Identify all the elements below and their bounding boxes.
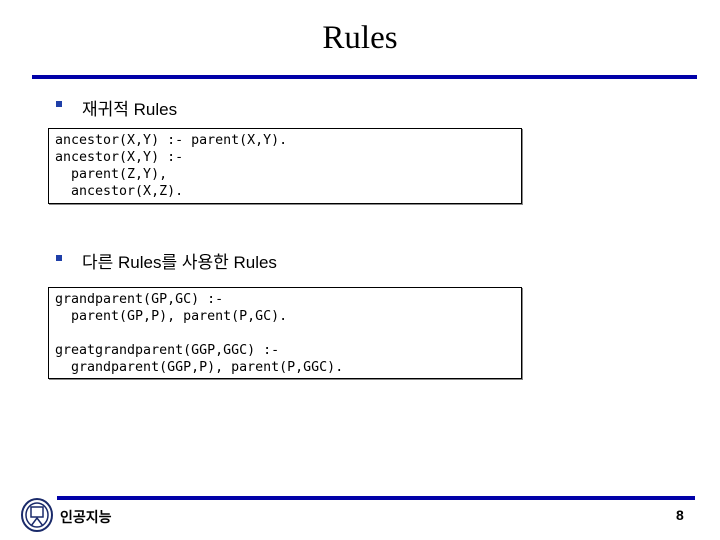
course-name: 인공지능 [60, 509, 112, 525]
footer-divider [57, 496, 695, 500]
slide-title: Rules [322, 20, 398, 56]
bullet-icon [56, 101, 62, 107]
code-box: ancestor(X,Y) :- parent(X,Y). ancestor(X… [48, 128, 522, 204]
title-divider [32, 75, 697, 79]
page-number: 8 [676, 507, 684, 523]
code-box: grandparent(GP,GC) :- parent(GP,P), pare… [48, 287, 522, 379]
university-seal-icon [21, 498, 53, 532]
bullet-icon [56, 255, 62, 261]
section-heading: 다른 Rules를 사용한 Rules [82, 253, 277, 272]
section-heading: 재귀적 Rules [82, 100, 178, 119]
